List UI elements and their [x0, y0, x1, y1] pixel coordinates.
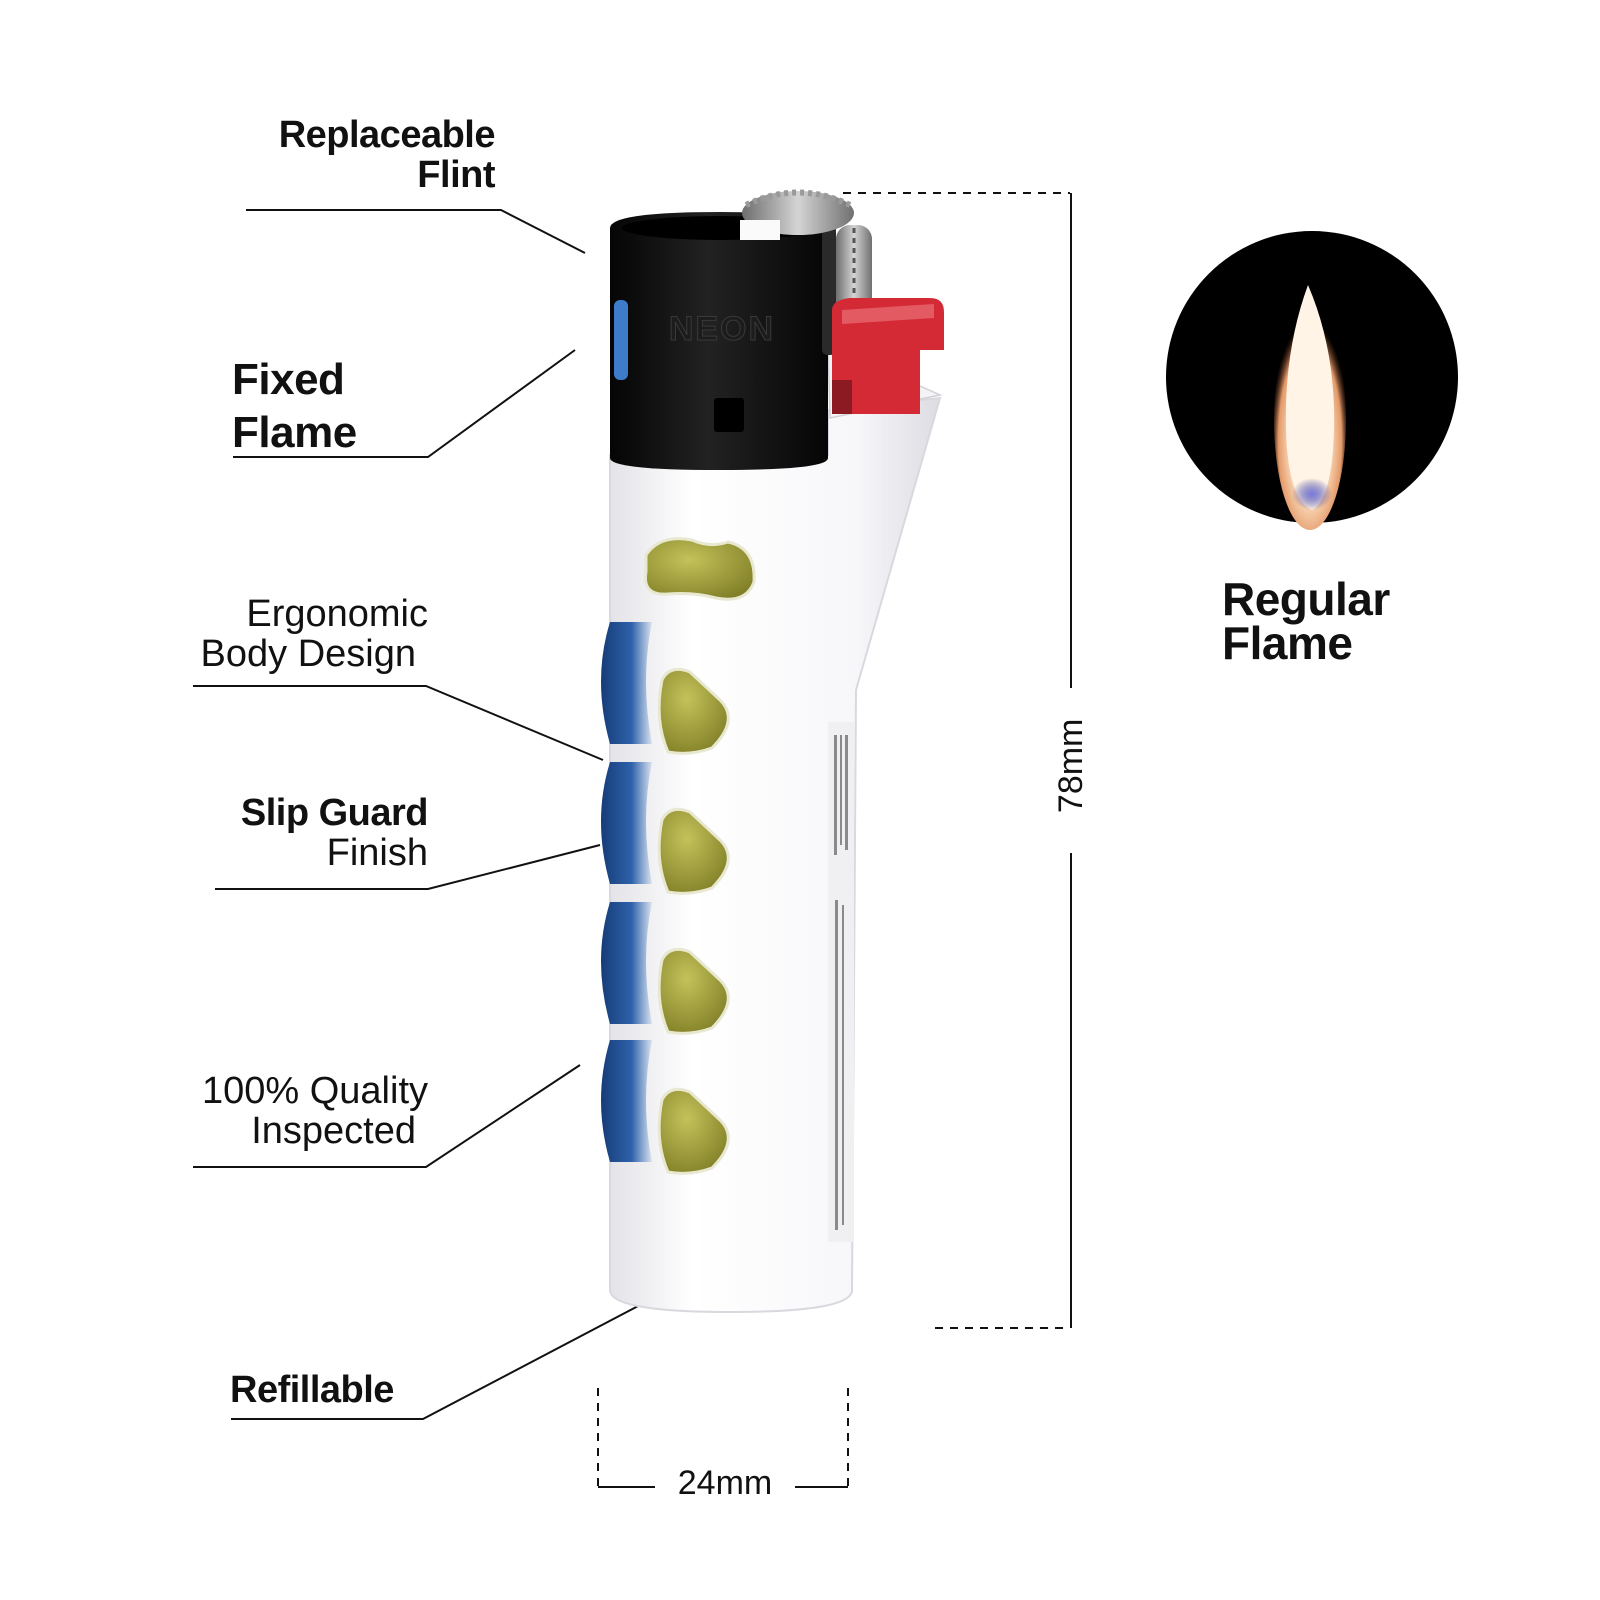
- flame-badge-line1: Regular: [1222, 573, 1390, 625]
- callout-replaceable-flint: Replaceable Flint: [205, 114, 496, 196]
- grip-row-2: [601, 762, 730, 895]
- cap-window-edge: [614, 300, 628, 380]
- callout-replaceable-flint-line1: Replaceable: [278, 114, 496, 156]
- flame-badge-line2: Flame: [1222, 616, 1353, 669]
- callout-quality-line2: Inspected: [251, 1109, 416, 1152]
- dimension-lines: [597, 192, 1072, 1488]
- callout-refillable-line1: Refillable: [230, 1369, 394, 1411]
- callout-lines: [193, 209, 641, 1420]
- callout-slip-guard-line2: Finish: [326, 831, 428, 874]
- flame-icon: [1285, 285, 1335, 510]
- barcode-marks: [834, 735, 848, 1230]
- dimension-width-label: 24mm: [677, 1464, 773, 1502]
- lighter-body: [609, 396, 942, 1314]
- grip-row-3: [601, 902, 730, 1035]
- callout-quality: 100% Quality Inspected: [150, 1070, 428, 1152]
- cap-slot: [714, 398, 744, 432]
- callout-fixed-flame: Fixed Flame: [232, 354, 357, 460]
- callout-replaceable-flint-line2: Flint: [417, 153, 495, 196]
- fork-button: [832, 298, 944, 414]
- callout-fixed-flame-line2: Flame: [232, 407, 357, 457]
- lighter-cap: [610, 212, 828, 470]
- leader-fixed-flame: [233, 349, 576, 458]
- leader-quality: [193, 1064, 581, 1168]
- leader-ergonomic: [193, 685, 604, 761]
- callout-fixed-flame-line1: Fixed: [232, 355, 345, 404]
- flame-badge: [1166, 231, 1458, 530]
- callout-slip-guard: Slip Guard Finish: [150, 792, 429, 874]
- grip-top-gold: [643, 537, 756, 601]
- brand-mark: NEON: [669, 310, 775, 348]
- leader-slip-guard: [215, 844, 601, 890]
- flame-blue-base: [1292, 478, 1332, 510]
- callout-ergonomic-line2: Body Design: [200, 632, 416, 675]
- flint-wheel: [740, 189, 872, 355]
- callout-slip-guard-line1: Slip Guard: [240, 792, 429, 834]
- callout-refillable: Refillable: [230, 1369, 394, 1411]
- callout-ergonomic: Ergonomic Body Design: [150, 593, 428, 675]
- flame-badge-caption: Regular Flame: [1222, 573, 1390, 669]
- leader-replaceable-flint: [246, 209, 586, 254]
- leader-refillable: [231, 1304, 641, 1420]
- callout-quality-line1: 100% Quality: [201, 1070, 428, 1112]
- lighter: NEON: [601, 189, 944, 1314]
- grip-row-1: [601, 622, 730, 755]
- callout-ergonomic-line1: Ergonomic: [246, 593, 428, 635]
- grip-row-4: [601, 1040, 730, 1175]
- dimension-height-label: 78mm: [1052, 718, 1091, 814]
